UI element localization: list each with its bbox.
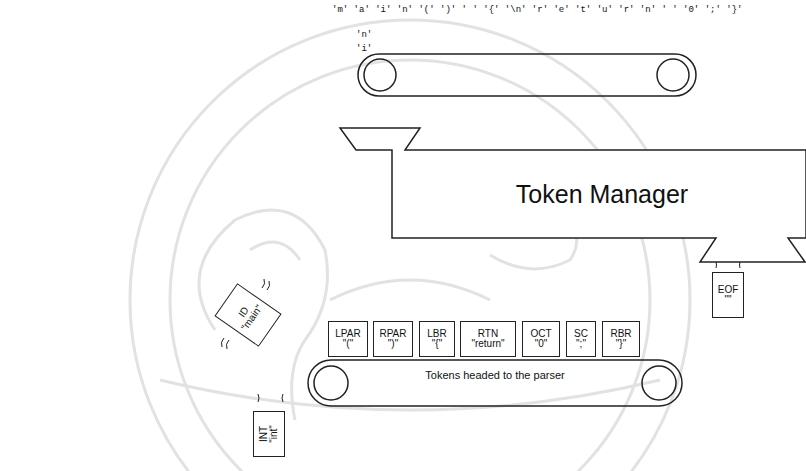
token-manager-shape: [340, 128, 806, 262]
node-value: "0": [535, 339, 548, 350]
node-title: RBR: [610, 329, 631, 340]
node-value: ";": [576, 339, 586, 350]
node-title: RTN: [478, 329, 498, 340]
belt-caption: Tokens headed to the parser: [425, 369, 564, 381]
token-box: SC";": [566, 321, 596, 357]
token-box: LPAR"(": [328, 321, 368, 357]
token-box: RBR"}": [602, 321, 640, 357]
token-box: ID"main": [214, 283, 281, 347]
input-conveyor: [358, 54, 696, 96]
node-value: "}": [616, 339, 626, 350]
node-title: LBR: [427, 329, 446, 340]
token-box: EOF"": [712, 272, 744, 318]
node-value: "int": [269, 425, 280, 443]
token-box: RPAR")": [373, 321, 413, 357]
node-title: LPAR: [335, 329, 360, 340]
node-value: ")": [388, 339, 398, 350]
node-title: INT: [259, 426, 270, 442]
input-character: 'n': [356, 30, 372, 40]
node-title: RPAR: [379, 329, 406, 340]
output-conveyor: [308, 360, 682, 406]
node-title: SC: [574, 329, 588, 340]
node-title: Token Manager: [516, 180, 688, 209]
input-character: 'i': [356, 44, 372, 54]
token-box: OCT"0": [522, 321, 560, 357]
node-title: EOF: [718, 285, 739, 296]
input-characters: 'm' 'a' 'i' 'n' '(' ')' ' ' '{' '\n' 'r'…: [332, 5, 742, 15]
node-value: "{": [432, 339, 442, 350]
node-title: OCT: [530, 329, 551, 340]
motion-marks: [221, 262, 740, 402]
token-box: RTN"return": [460, 321, 516, 357]
node-value: "(": [343, 339, 353, 350]
node-value: "": [724, 295, 731, 306]
token-box: LBR"{": [419, 321, 455, 357]
token-manager: Token Manager: [400, 152, 804, 236]
watermark-seal: [130, 20, 690, 471]
node-value: "return": [471, 339, 504, 350]
token-box: INT"int": [253, 411, 285, 457]
